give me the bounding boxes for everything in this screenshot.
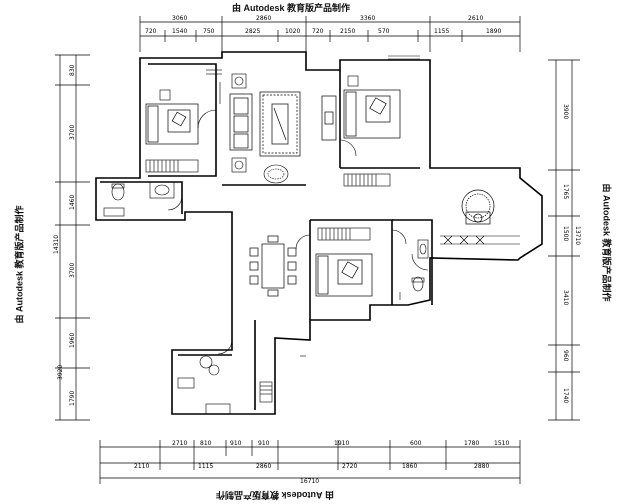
dim-top-detail-3: 750 [203,28,215,35]
dim-left-3: 1460 [69,195,76,210]
wardrobe-middle-hangers [321,228,351,240]
dim-top-detail-10: 1890 [486,28,501,35]
dim-top-detail-8: 570 [378,28,390,35]
dim-right-2: 1765 [562,184,569,199]
dim-bottom-detail-3: 910 [230,440,242,447]
side-table-top [231,73,247,89]
bed-left [145,103,199,145]
dim-top-detail-2: 1540 [172,28,187,35]
dim-left-total: 14310 [53,235,60,254]
round-rug [263,164,289,184]
bay-window-sill [440,235,520,245]
dim-right-6: 1740 [562,388,569,403]
dim-top-detail-9: 1155 [434,28,449,35]
dim-bottom-5: 1860 [402,463,417,470]
dim-top-1: 3060 [172,15,187,22]
sofa [229,93,253,151]
dim-bottom-detail-7: 1780 [464,440,479,447]
watermark-left: 由 Autodesk 教育版产品制作 [14,205,25,324]
dimension-labels: 3060 2860 3360 2610 720 1540 750 2825 10… [53,15,581,485]
bathroom-right-fixtures [399,239,429,300]
dim-top-detail-4: 2825 [245,28,260,35]
dining-table [249,235,297,297]
dim-bottom-detail-5: 1910 [334,440,349,447]
doors [167,109,429,355]
kitchen-fixtures [177,355,273,415]
dim-left-6: 3920 [57,365,64,380]
dim-top-4: 2610 [468,15,483,22]
dim-top-detail-6: 720 [312,28,324,35]
nightstand-left-a [159,89,171,101]
dim-bottom-detail-4: 910 [258,440,270,447]
dim-top-3: 3360 [360,15,375,22]
dim-left-2: 3700 [69,125,76,140]
dim-bottom-6: 2880 [474,463,489,470]
dim-left-4: 3700 [69,263,76,278]
wardrobe-right-hangers [347,174,377,186]
dim-bottom-detail-2: 810 [200,440,212,447]
dim-left-7: 1790 [69,391,76,406]
dim-top-2: 2860 [256,15,271,22]
dim-left-1: 830 [69,64,76,76]
watermark-right: 由 Autodesk 教育版产品制作 [601,183,612,302]
dim-right-total: 13710 [574,226,581,245]
dim-bottom-total: 16710 [300,478,319,485]
dim-right-3: 1500 [562,226,569,241]
watermark-bottom: 由 Autodesk 教育版产品制作 [216,490,335,500]
side-table-bottom [231,157,247,173]
dim-top-detail-7: 2150 [340,28,355,35]
wardrobe-left [145,159,199,173]
dim-bottom-detail-1: 2710 [172,440,187,447]
dim-bottom-detail-6: 600 [410,440,422,447]
coffee-table-rug [259,91,301,157]
wardrobe-middle [317,227,371,241]
nightstand-right [347,75,359,87]
walls [95,51,543,415]
tv-cabinet [321,95,337,141]
dim-bottom-4: 2720 [342,463,357,470]
dim-bottom-detail-8: 1510 [494,440,509,447]
dim-top-detail-5: 1020 [285,28,300,35]
wardrobe-right [343,173,391,187]
dim-right-5: 960 [562,350,569,362]
dim-right-4: 3410 [562,290,569,305]
dim-bottom-1: 2110 [134,463,149,470]
watermark-top: 由 Autodesk 教育版产品制作 [232,3,351,13]
wardrobe-left-hangers [149,160,179,172]
dim-bottom-2: 1115 [198,463,213,470]
bed-middle [315,253,373,297]
round-table-chair [461,189,495,225]
dim-right-1: 3900 [562,104,569,119]
window-marks [206,55,420,357]
dim-top-detail-1: 720 [145,28,157,35]
dimension-lines [55,16,580,484]
bathroom-left-fixtures [103,181,175,217]
dim-left-5: 1960 [69,333,76,348]
dim-bottom-3: 2860 [256,463,271,470]
bed-right [343,89,401,139]
